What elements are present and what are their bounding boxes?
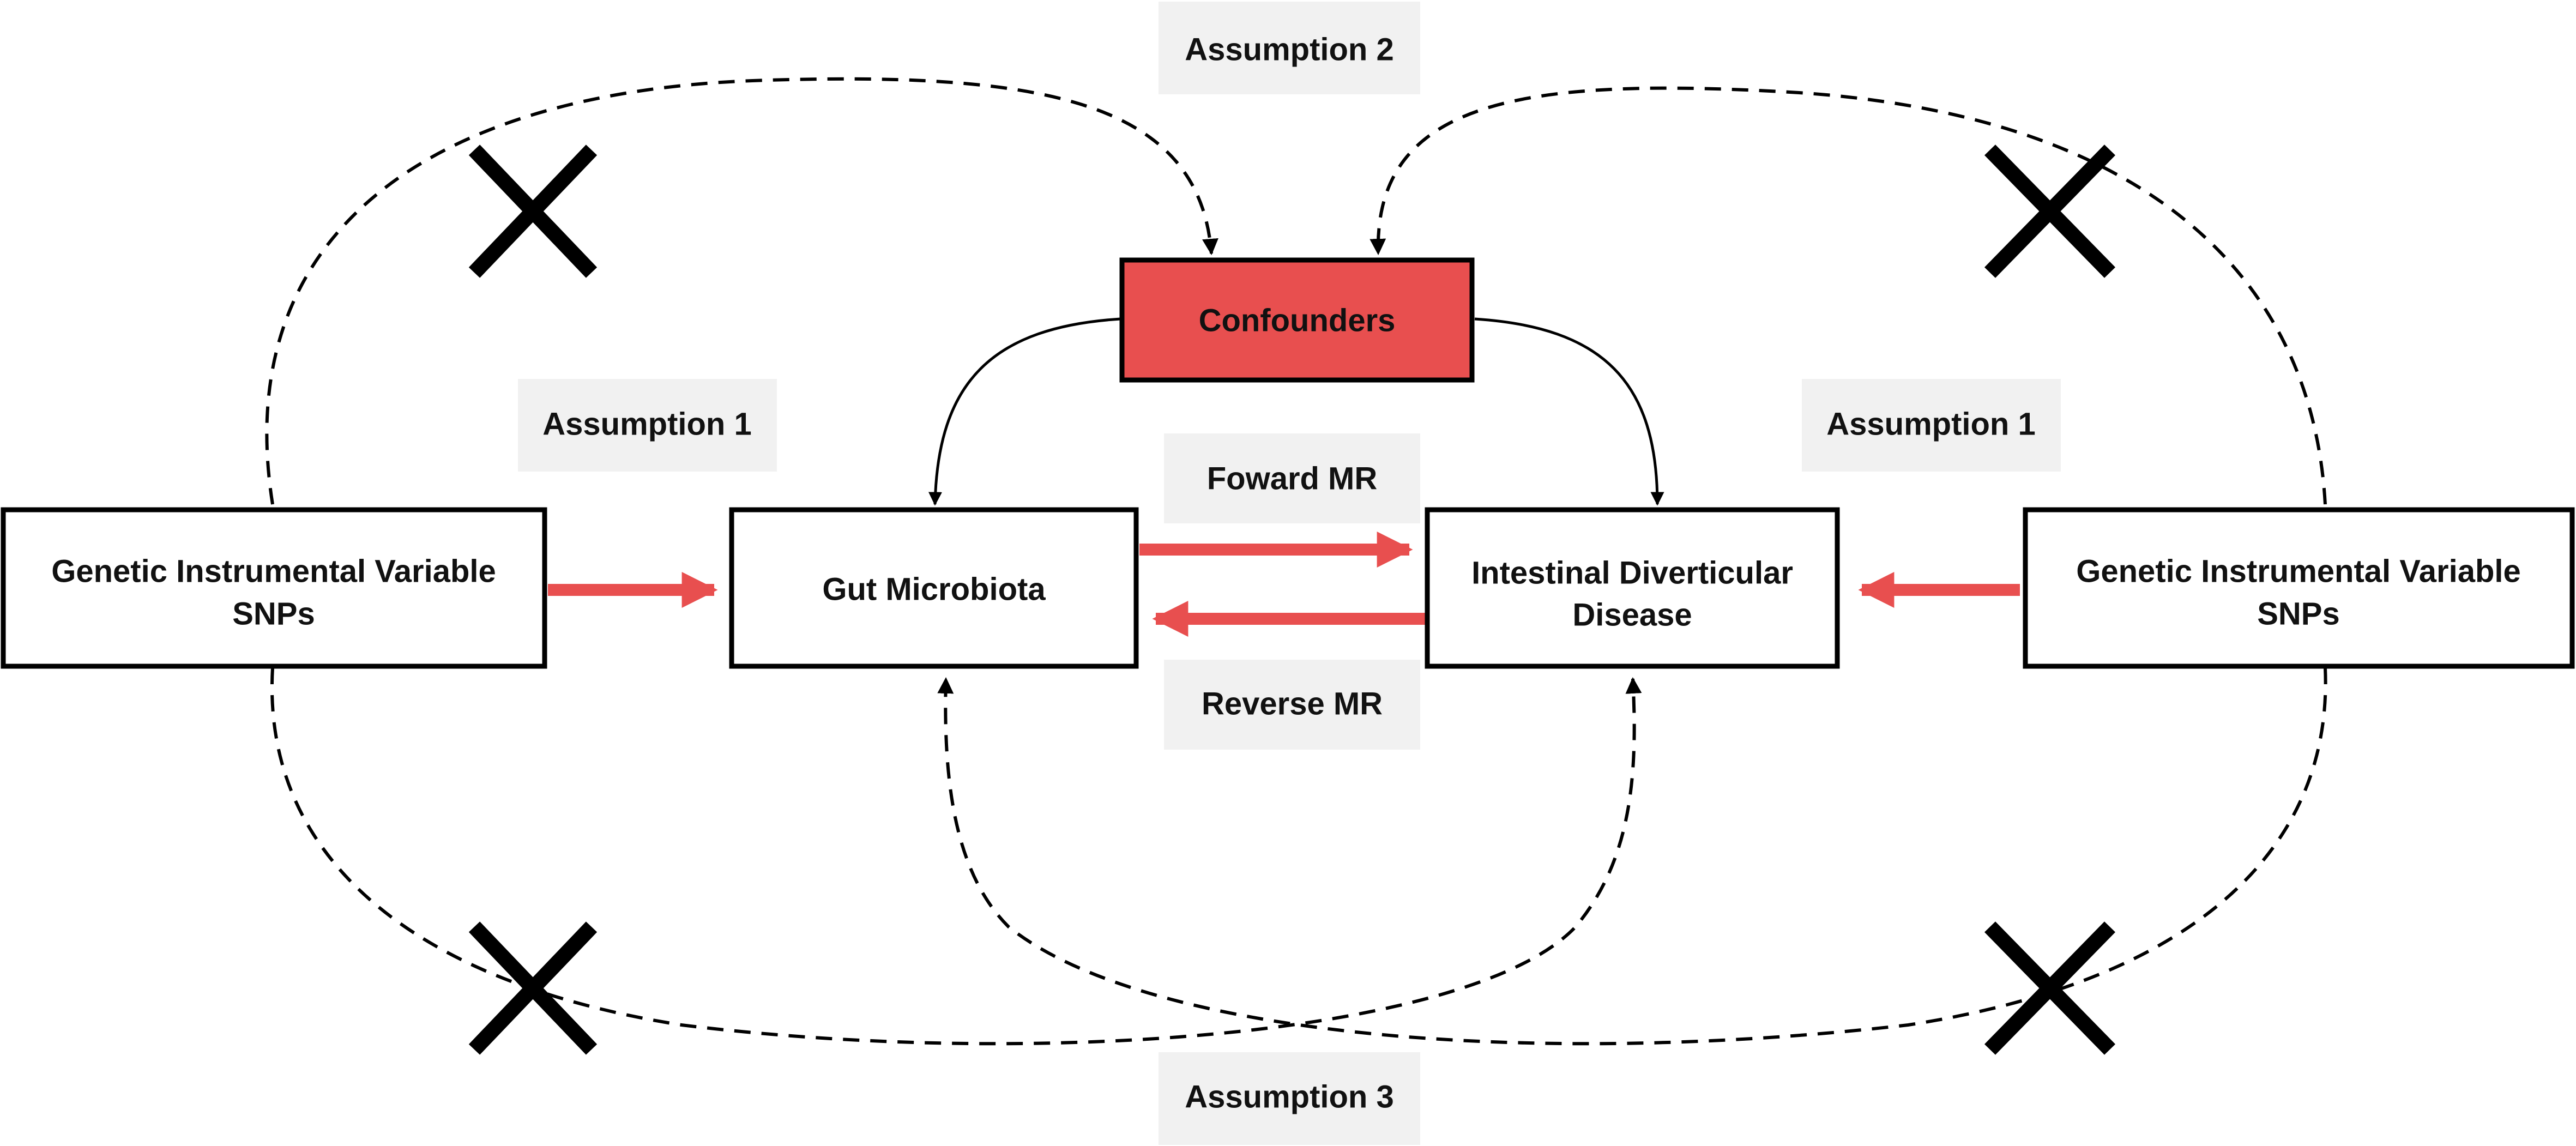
violation-marks (468, 144, 2116, 1055)
dashed-path-right-to-gut-microbiota (937, 667, 2327, 1046)
svg-text:Reverse MR: Reverse MR (1202, 686, 1383, 721)
dashed-path-left-to-confounders (265, 77, 1218, 505)
svg-text:Genetic Instrumental Variable: Genetic Instrumental Variable (51, 553, 496, 589)
svg-text:SNPs: SNPs (232, 596, 315, 631)
reverse-mr-label: Reverse MR (1164, 660, 1420, 750)
x-mark-icon (1984, 921, 2116, 1055)
svg-text:Assumption 3: Assumption 3 (1185, 1079, 1394, 1114)
svg-text:Intestinal Diverticular: Intestinal Diverticular (1471, 555, 1793, 590)
assumption-1-left-label: Assumption 1 (518, 379, 777, 472)
x-mark-icon (1984, 144, 2116, 278)
genetic-snps-right-box: Genetic Instrumental Variable SNPs (2023, 507, 2575, 669)
dashed-path-right-to-confounders (1370, 86, 2327, 505)
intestinal-diverticular-disease-box: Intestinal Diverticular Disease (1425, 507, 1840, 669)
svg-text:Confounders: Confounders (1199, 303, 1396, 338)
confounder-to-gut-arrow (928, 317, 1121, 506)
x-mark-icon (468, 144, 598, 278)
svg-text:SNPs: SNPs (2257, 596, 2340, 631)
svg-text:Foward MR: Foward MR (1207, 461, 1378, 496)
assumption-2-label: Assumption 2 (1159, 2, 1420, 94)
confounders-box: Confounders (1119, 257, 1475, 383)
forward-mr-label: Foward MR (1164, 433, 1420, 523)
dashed-assumption-paths (265, 77, 2327, 1046)
dashed-path-left-to-disease (270, 667, 1642, 1046)
svg-text:Disease: Disease (1572, 597, 1692, 632)
causal-arrows (548, 532, 2020, 637)
confounder-to-disease-arrow (1474, 317, 1664, 506)
svg-text:Genetic Instrumental Variable: Genetic Instrumental Variable (2076, 553, 2521, 589)
svg-text:Assumption 2: Assumption 2 (1185, 32, 1394, 67)
svg-text:Gut Microbiota: Gut Microbiota (822, 571, 1046, 607)
assumption-3-label: Assumption 3 (1159, 1052, 1420, 1145)
gut-microbiota-box: Gut Microbiota (729, 507, 1139, 669)
x-mark-icon (468, 921, 598, 1055)
confounder-arrows (928, 317, 1664, 506)
genetic-snps-left-box: Genetic Instrumental Variable SNPs (1, 507, 547, 669)
svg-text:Assumption 1: Assumption 1 (1826, 406, 2036, 442)
svg-text:Assumption 1: Assumption 1 (542, 406, 752, 442)
assumption-1-right-label: Assumption 1 (1802, 379, 2061, 472)
